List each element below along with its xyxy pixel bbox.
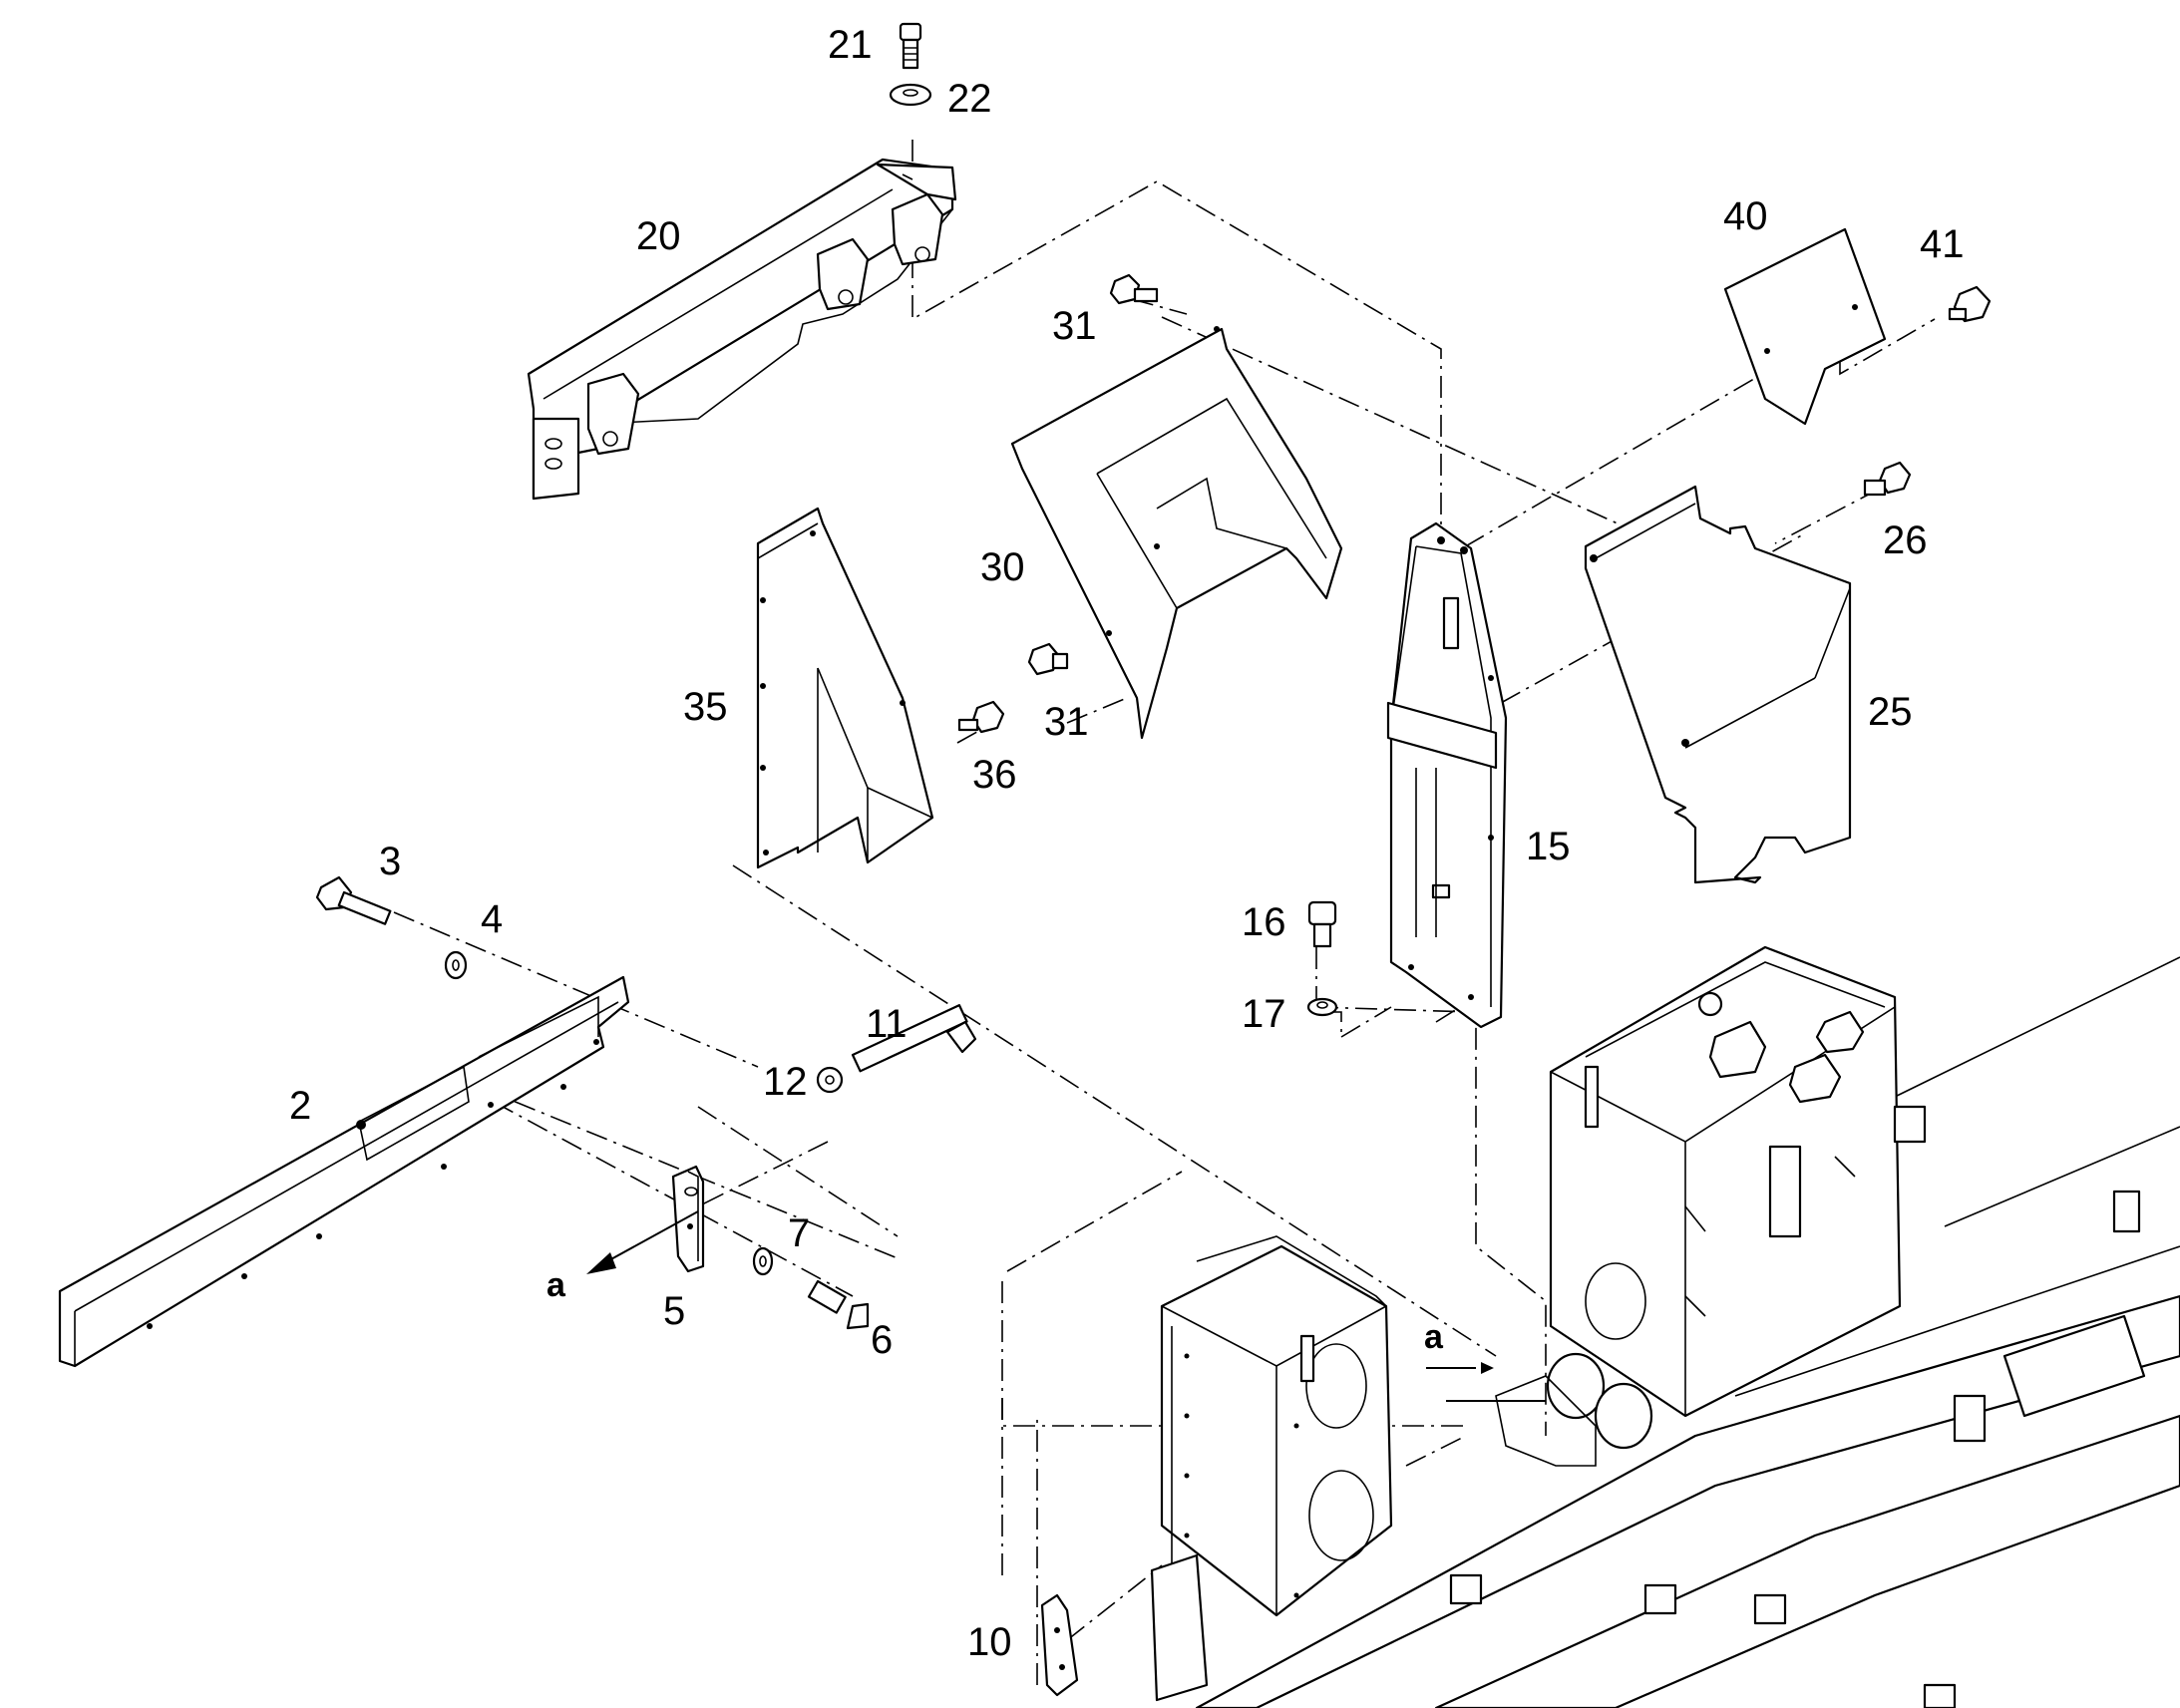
callout-31-upper: 31 [1052,304,1097,348]
bolt-part-3 [315,875,392,925]
washer-part-17 [1306,997,1338,1017]
callout-2: 2 [289,1084,311,1128]
bolt-part-36 [957,700,1005,734]
side-panel-part-35 [756,507,934,869]
callout-11: 11 [866,1002,908,1046]
washer-part-12 [816,1066,844,1094]
bolt-part-11 [851,1004,977,1073]
washer-part-4 [444,950,468,980]
vertical-mount-part-15 [1386,521,1508,1029]
rail-part-2 [58,975,630,1368]
callout-6: 6 [871,1318,893,1362]
bolt-part-41 [1948,285,1992,323]
callout-26: 26 [1883,518,1928,562]
callout-40: 40 [1723,194,1768,238]
bolt-part-31-upper [1109,273,1159,305]
direction-marker-a-right [1426,1362,1546,1402]
callout-22: 22 [947,77,992,121]
callout-25: 25 [1868,690,1913,734]
callout-41: 41 [1920,222,1965,266]
bolt-part-31-lower [1027,642,1069,676]
washer-part-7 [752,1246,774,1276]
callout-20: 20 [636,214,681,258]
bolt-part-6 [807,1279,870,1330]
washer-part-22 [889,83,932,107]
callout-35: 35 [683,685,728,729]
bolt-part-21 [899,22,922,70]
callout-31-lower: 31 [1044,700,1089,744]
cover-part-30 [1010,326,1343,740]
callout-21: 21 [828,23,873,67]
callout-17: 17 [1242,992,1286,1036]
bolt-part-26 [1863,461,1912,497]
plate-part-40 [1723,227,1887,426]
callout-12: 12 [763,1060,808,1104]
shroud-part-25 [1584,485,1852,884]
marker-a-right: a [1424,1318,1444,1356]
bracket-part-5 [671,1165,705,1273]
direction-marker-a-left [586,1210,699,1274]
callout-10: 10 [967,1620,1012,1664]
callout-30: 30 [980,545,1025,589]
callout-3: 3 [379,840,401,883]
callout-36: 36 [972,753,1017,797]
callout-5: 5 [663,1289,685,1333]
bracket-part-20 [527,158,957,501]
bolt-part-16 [1307,900,1337,948]
callout-4: 4 [481,897,503,941]
marker-a-left: a [546,1266,566,1304]
callout-7: 7 [788,1211,810,1255]
frame-assembly [1150,945,2180,1708]
callout-15: 15 [1526,825,1571,868]
callout-16: 16 [1242,900,1286,944]
pad-part-10 [1040,1593,1079,1697]
